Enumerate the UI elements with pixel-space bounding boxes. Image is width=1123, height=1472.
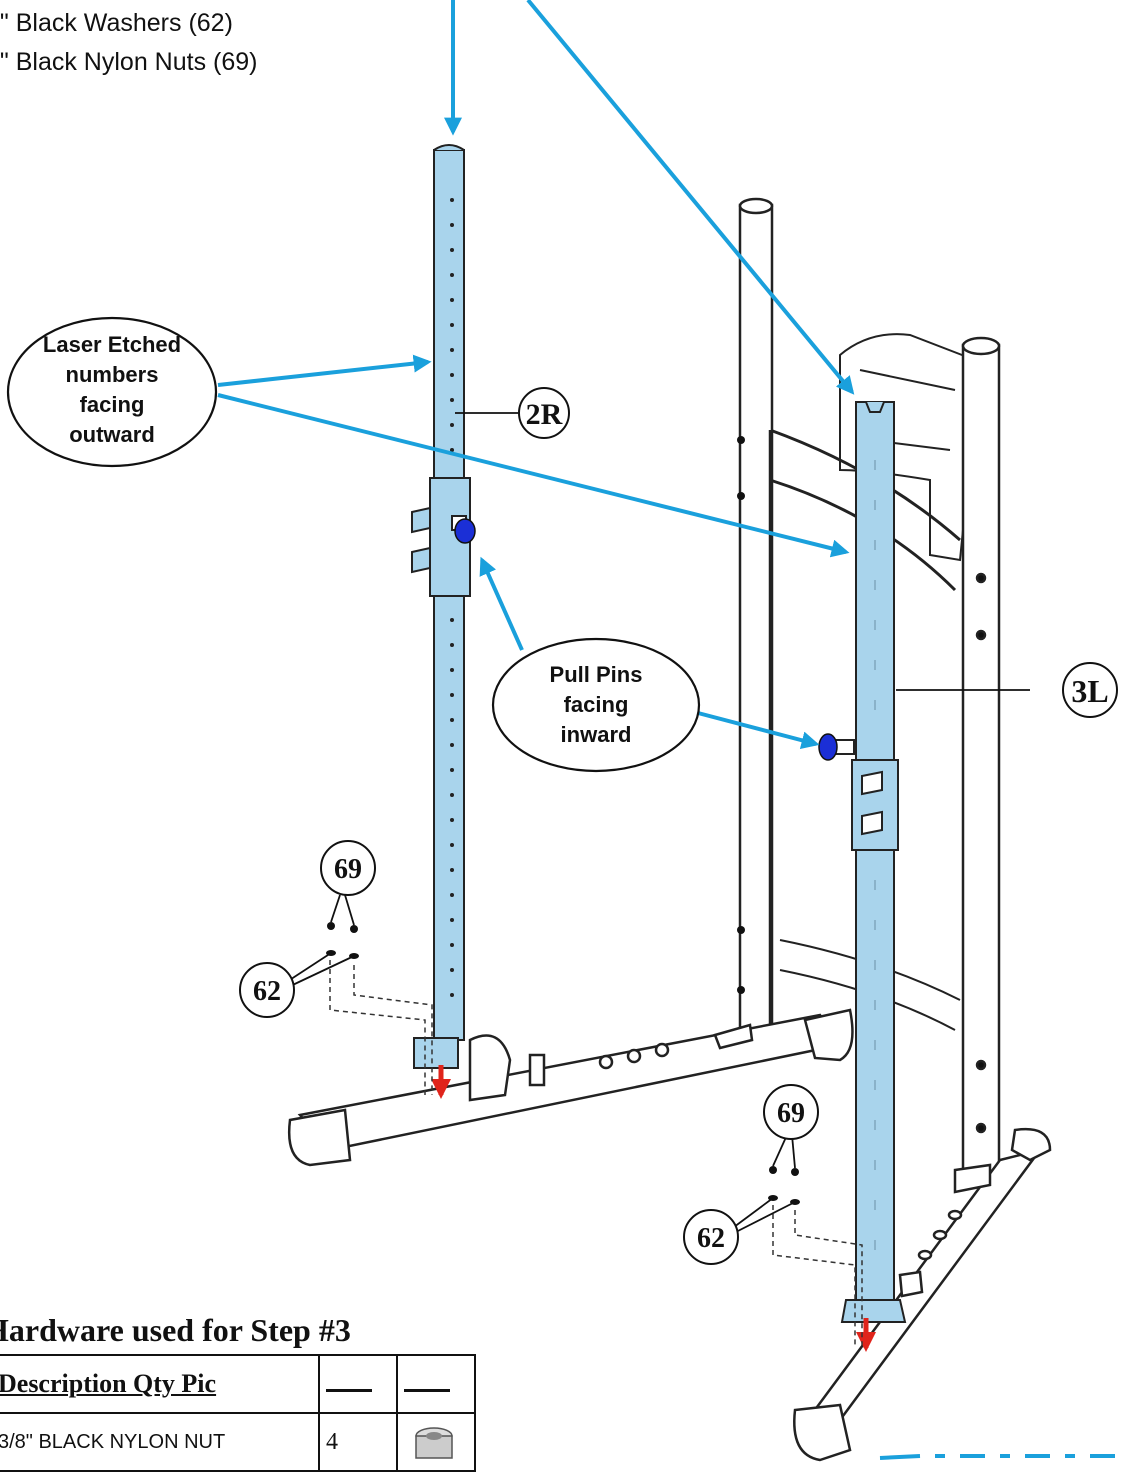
table-cell-pic	[396, 1412, 476, 1472]
hardware-guides	[329, 960, 863, 1345]
label-69-b: 69	[777, 1098, 805, 1129]
hardware-list-item: 8" Black Washers (62)	[0, 9, 233, 37]
table-cell-qty: 4	[318, 1412, 398, 1472]
pull-pin-3l	[818, 733, 855, 761]
hardware-list-item: 8" Black Nylon Nuts (69)	[0, 48, 258, 76]
callout-line: numbers	[65, 362, 159, 387]
table-row: 3/8" BLACK NYLON NUT 4	[0, 1412, 476, 1472]
pull-pin-2r	[451, 515, 476, 544]
label-62-a: 62	[253, 976, 281, 1007]
hardware-section-title: Hardware used for Step #3	[0, 1312, 351, 1348]
brand-logo-fragment	[879, 1454, 1115, 1460]
hardware-parts	[326, 922, 800, 1205]
upright-3l	[840, 401, 907, 1323]
callout-pull-pins: Pull Pins facing inward	[506, 660, 686, 750]
upright-2r-holes	[450, 198, 454, 997]
hardware-list: 8" Black Washers (62) 8" Black Nylon Nut…	[0, 4, 257, 82]
bolts-back	[737, 436, 745, 994]
table-cell-description: 3/8" BLACK NYLON NUT	[0, 1412, 320, 1472]
table-header-blank-2	[396, 1354, 476, 1414]
label-69-a: 69	[334, 854, 362, 885]
callout-bubble-laser	[6, 316, 218, 468]
callout-line: Laser Etched	[42, 332, 182, 357]
label-62-b: 62	[697, 1223, 725, 1254]
base-foot-right	[793, 1127, 1052, 1462]
callout-line: facing	[563, 692, 629, 717]
table-header-blank-1	[318, 1354, 398, 1414]
label-2r: 2R	[526, 398, 563, 431]
label-circles	[239, 387, 1118, 1265]
red-arrows	[431, 1065, 876, 1352]
table-header-desc: Description Qty Pic	[0, 1354, 320, 1414]
base-frame	[287, 1008, 854, 1167]
label-3l: 3L	[1071, 673, 1108, 709]
right-rear-upright	[961, 336, 1001, 1177]
hardware-table: Description Qty Pic 3/8" BLACK NYLON NUT…	[0, 1354, 476, 1472]
callout-bubble-pins	[491, 637, 701, 773]
nylon-nut-icon	[415, 1427, 453, 1459]
blue-arrows	[217, 0, 855, 750]
upright-2r	[411, 144, 471, 1069]
callout-line: facing	[79, 392, 145, 417]
callout-line: Pull Pins	[549, 662, 643, 687]
callout-laser-etched: Laser Etched numbers facing outward	[16, 330, 208, 450]
callout-line: outward	[69, 422, 155, 447]
table-header-row: Description Qty Pic	[0, 1354, 476, 1414]
back-upright	[738, 197, 774, 1047]
callout-line: inward	[560, 722, 632, 747]
